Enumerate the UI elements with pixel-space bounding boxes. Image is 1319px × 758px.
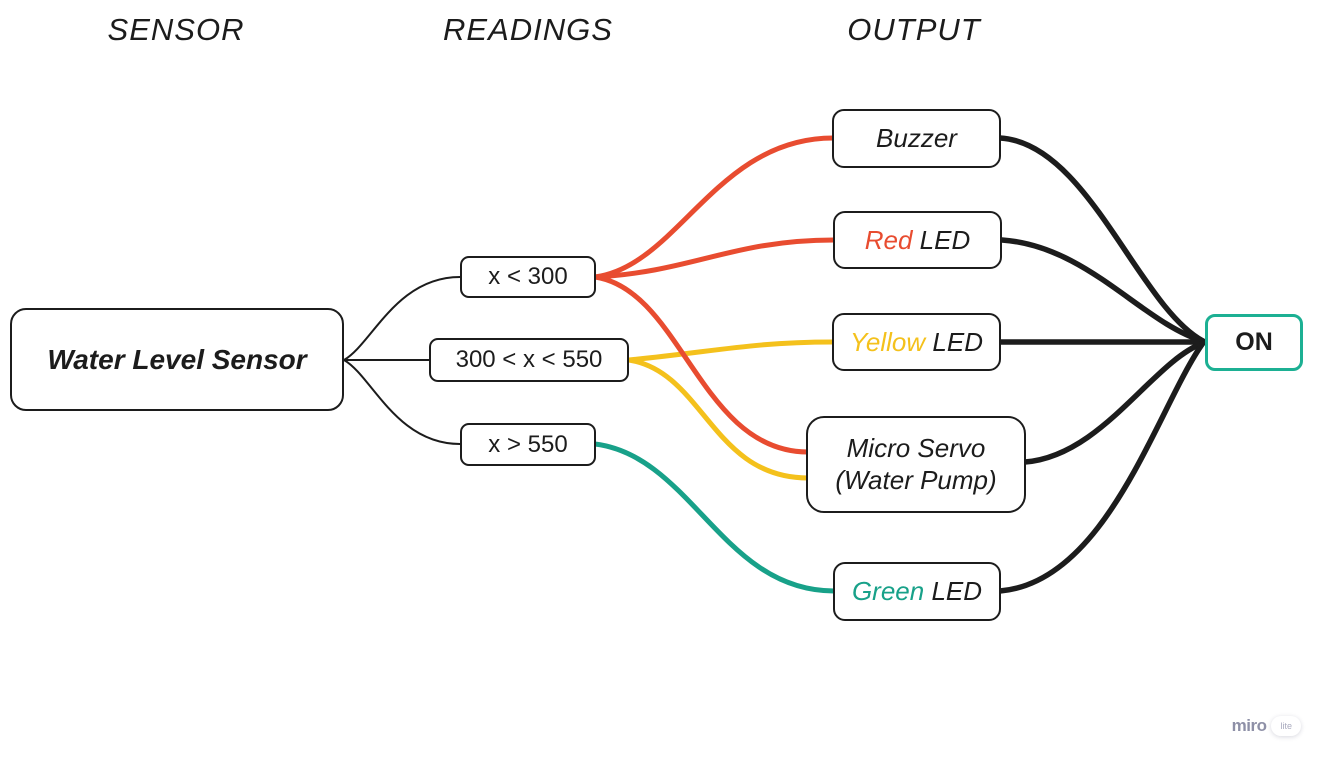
node-reading-x-lt-300-label: x < 300 bbox=[488, 263, 568, 290]
connector-mid-range-to-yellow-led bbox=[626, 339, 836, 363]
node-on-state[interactable]: ON bbox=[1205, 314, 1303, 371]
connector-x-gt-550-to-green-led bbox=[592, 441, 837, 594]
node-reading-mid-range-label: 300 < x < 550 bbox=[455, 346, 603, 373]
connector-sensor-to-x-lt-300 bbox=[343, 276, 461, 361]
node-reading-x-gt-550[interactable]: x > 550 bbox=[460, 423, 596, 466]
node-micro-servo-line1: Micro Servo bbox=[846, 432, 986, 463]
node-water-level-sensor[interactable]: Water Level Sensor bbox=[10, 308, 344, 411]
connector-buzzer-to-on bbox=[997, 135, 1206, 344]
node-red-led-accent: Red bbox=[864, 224, 913, 255]
node-yellow-led-rest: LED bbox=[932, 326, 983, 357]
node-green-led-accent: Green bbox=[851, 576, 925, 606]
node-water-level-sensor-label: Water Level Sensor bbox=[47, 343, 307, 375]
connector-x-lt-300-to-buzzer bbox=[592, 135, 836, 280]
label-space bbox=[925, 327, 932, 358]
connector-sensor-to-x-gt-550 bbox=[343, 359, 461, 445]
node-red-led[interactable]: Red LED bbox=[833, 211, 1002, 269]
column-header-readings: READINGS bbox=[443, 12, 613, 47]
node-reading-x-lt-300[interactable]: x < 300 bbox=[460, 256, 596, 298]
miro-lite-badge: lite bbox=[1271, 716, 1301, 736]
miro-logo[interactable]: miro bbox=[1231, 716, 1267, 735]
label-space bbox=[924, 576, 931, 607]
node-reading-x-gt-550-label: x > 550 bbox=[488, 430, 568, 458]
node-buzzer-label: Buzzer bbox=[876, 123, 957, 153]
node-yellow-led[interactable]: Yellow LED bbox=[832, 313, 1001, 371]
node-yellow-led-accent: Yellow bbox=[850, 326, 926, 357]
column-header-sensor: SENSOR bbox=[107, 12, 245, 47]
connector-red-led-to-on bbox=[999, 237, 1206, 344]
column-header-output: OUTPUT bbox=[847, 12, 981, 47]
node-micro-servo-line2: (Water Pump) bbox=[835, 464, 997, 495]
node-reading-mid-range[interactable]: 300 < x < 550 bbox=[429, 338, 629, 382]
connector-green-led-to-on bbox=[997, 340, 1206, 594]
node-green-led[interactable]: Green LED bbox=[833, 562, 1001, 621]
connector-x-lt-300-to-servo bbox=[592, 274, 811, 455]
connector-servo-to-on bbox=[1022, 340, 1206, 465]
label-space bbox=[912, 225, 919, 256]
connector-mid-range-to-servo bbox=[626, 357, 811, 481]
node-micro-servo[interactable]: Micro Servo (Water Pump) bbox=[806, 416, 1026, 513]
node-on-state-label: ON bbox=[1235, 328, 1273, 356]
node-buzzer[interactable]: Buzzer bbox=[832, 109, 1001, 168]
miro-watermark: miro lite bbox=[1232, 716, 1301, 736]
connector-x-lt-300-to-red-led bbox=[592, 237, 837, 280]
node-red-led-rest: LED bbox=[919, 224, 971, 255]
node-green-led-rest: LED bbox=[931, 576, 983, 606]
